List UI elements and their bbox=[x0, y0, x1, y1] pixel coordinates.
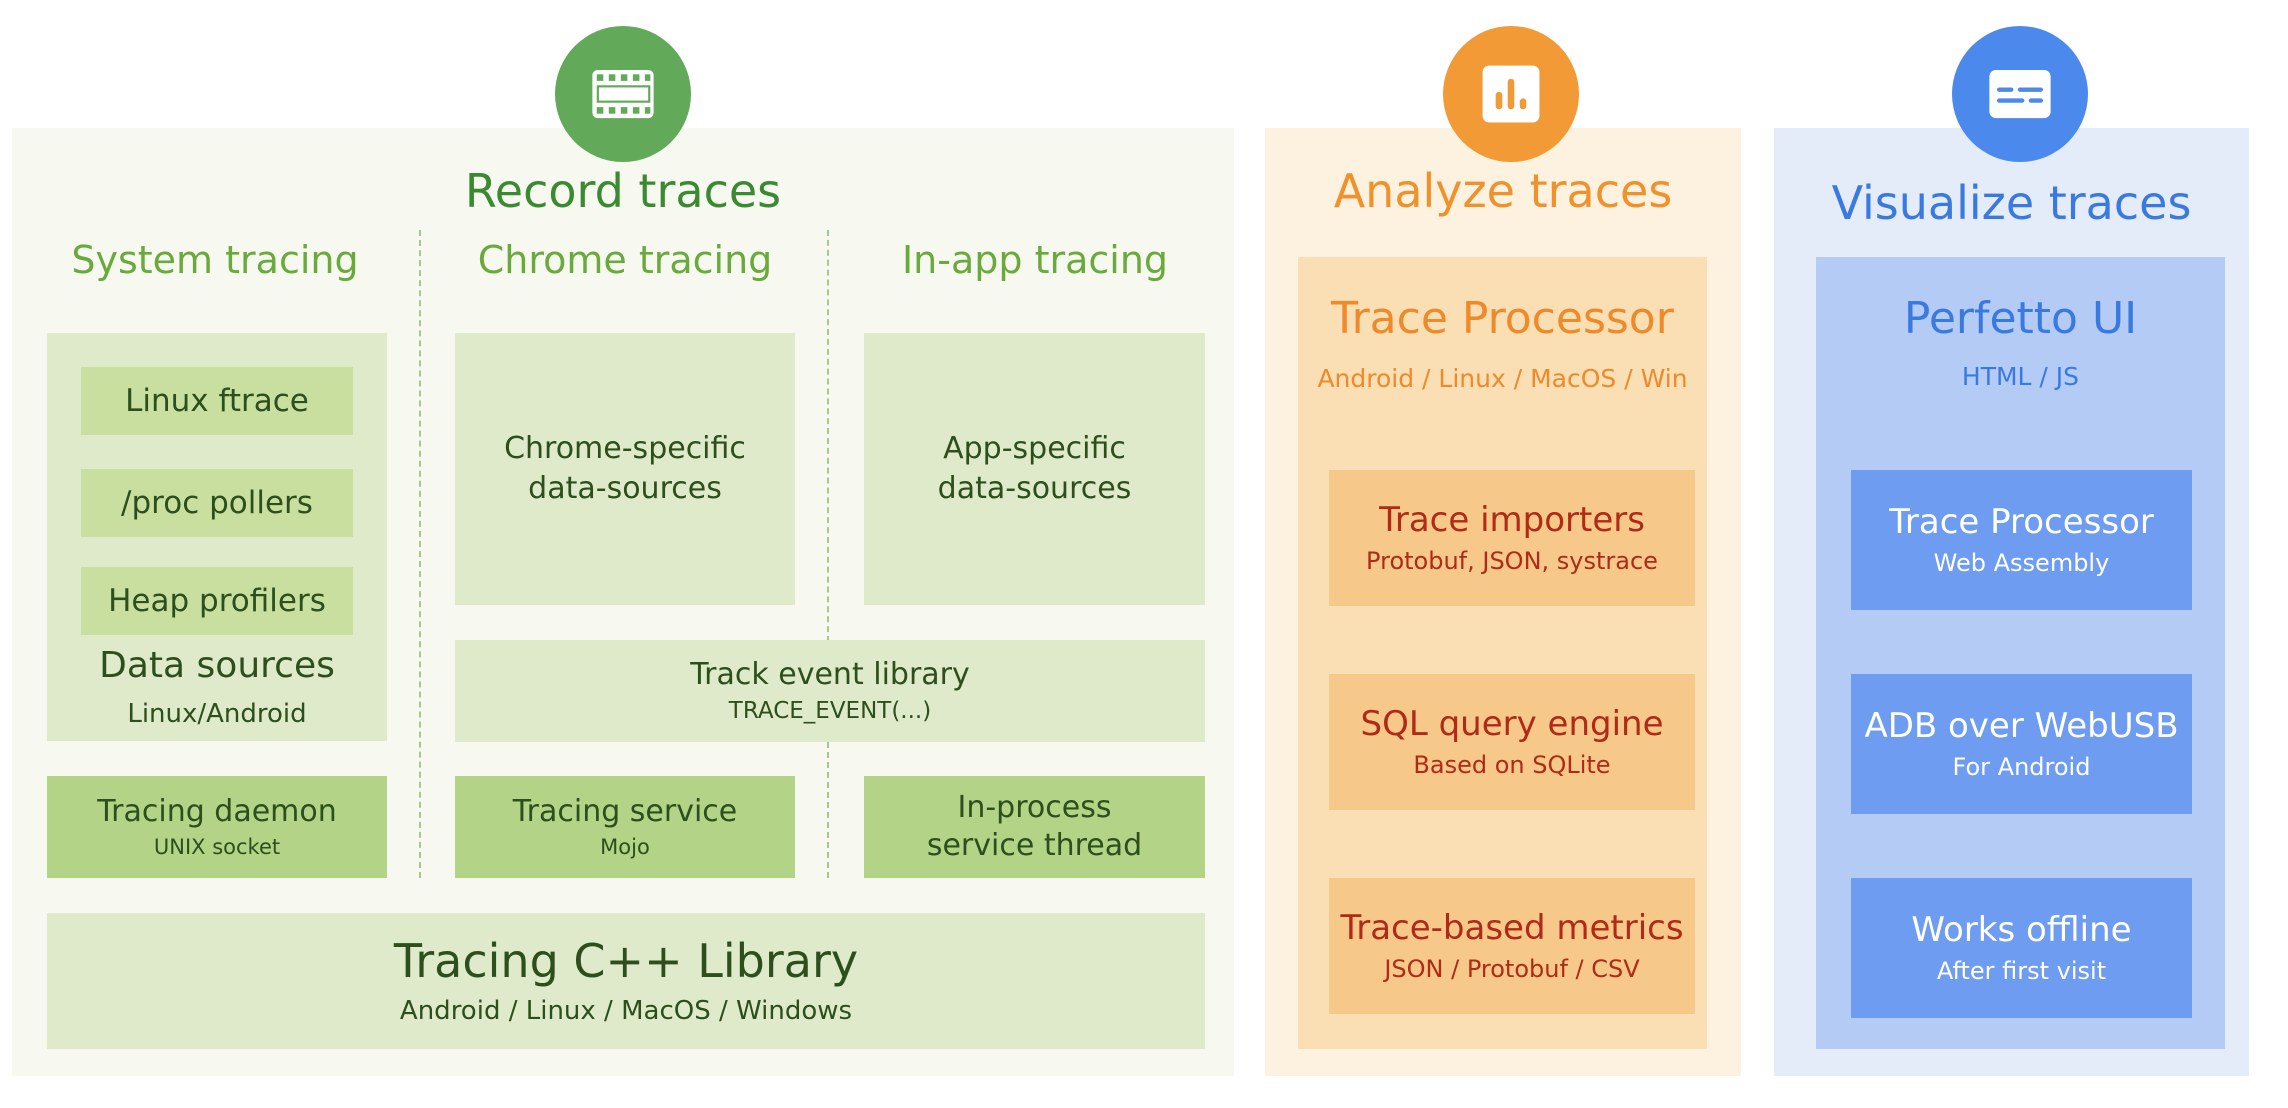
wasm-trace-processor-box: Trace Processor Web Assembly bbox=[1851, 470, 2192, 610]
app-sources-line2: data-sources bbox=[937, 471, 1132, 506]
analyze-box-subtitle: Based on SQLite bbox=[1413, 751, 1611, 779]
tracing-service-box: Tracing service Mojo bbox=[455, 776, 795, 878]
visualize-title: Visualize traces bbox=[1831, 176, 2192, 230]
chrome-data-sources-box: Chrome-specific data-sources bbox=[455, 333, 795, 605]
analyze-box-subtitle: JSON / Protobuf / CSV bbox=[1384, 955, 1640, 983]
app-sources-line1: App-specific bbox=[943, 431, 1126, 466]
analyze-box-subtitle: Protobuf, JSON, systrace bbox=[1366, 547, 1658, 575]
adb-webusb-box: ADB over WebUSB For Android bbox=[1851, 674, 2192, 814]
column-divider bbox=[827, 742, 829, 878]
tracing-service-subtitle: Mojo bbox=[600, 835, 650, 859]
window-ui-icon bbox=[1989, 69, 2051, 119]
visualize-box-title: Works offline bbox=[1911, 910, 2132, 950]
visualize-box-subtitle: Web Assembly bbox=[1933, 549, 2110, 577]
data-source-item: /proc pollers bbox=[81, 469, 353, 537]
data-sources-title: Data sources bbox=[99, 644, 335, 686]
library-title: Tracing C++ Library bbox=[393, 934, 859, 988]
track-event-subtitle: TRACE_EVENT(...) bbox=[728, 698, 932, 724]
trace-processor-title: Trace Processor bbox=[1331, 292, 1674, 344]
trace-importers-box: Trace importers Protobuf, JSON, systrace bbox=[1329, 470, 1695, 606]
tracing-daemon-box: Tracing daemon UNIX socket bbox=[47, 776, 387, 878]
track-event-title: Track event library bbox=[690, 657, 970, 692]
inprocess-line2: service thread bbox=[926, 828, 1143, 863]
trace-based-metrics-box: Trace-based metrics JSON / Protobuf / CS… bbox=[1329, 878, 1695, 1014]
analyze-box-title: Trace importers bbox=[1379, 500, 1645, 540]
works-offline-box: Works offline After first visit bbox=[1851, 878, 2192, 1018]
trace-processor-subtitle: Android / Linux / MacOS / Win bbox=[1317, 363, 1688, 393]
data-source-item: Heap profilers bbox=[81, 567, 353, 635]
tracing-cpp-library-box: Tracing C++ Library Android / Linux / Ma… bbox=[47, 913, 1205, 1049]
chrome-sources-line1: Chrome-specific bbox=[504, 431, 746, 466]
bar-chart-icon bbox=[1482, 65, 1540, 123]
tracing-daemon-subtitle: UNIX socket bbox=[153, 835, 281, 859]
track-event-library-box: Track event library TRACE_EVENT(...) bbox=[455, 640, 1205, 742]
column-divider bbox=[827, 230, 829, 642]
data-source-item: Linux ftrace bbox=[81, 367, 353, 435]
library-subtitle: Android / Linux / MacOS / Windows bbox=[399, 996, 853, 1026]
tracing-daemon-title: Tracing daemon bbox=[97, 794, 337, 829]
inprocess-line1: In-process bbox=[957, 790, 1112, 825]
data-sources-subtitle: Linux/Android bbox=[127, 699, 307, 729]
perfetto-ui-subtitle: HTML / JS bbox=[1961, 361, 2080, 391]
tracing-service-title: Tracing service bbox=[512, 794, 738, 829]
inprocess-service-box: In-process service thread bbox=[864, 776, 1205, 878]
sql-query-engine-box: SQL query engine Based on SQLite bbox=[1329, 674, 1695, 810]
visualize-box-title: ADB over WebUSB bbox=[1864, 706, 2179, 746]
record-circle bbox=[555, 26, 691, 162]
column-divider bbox=[419, 230, 421, 878]
perfetto-ui-title: Perfetto UI bbox=[1903, 292, 2138, 344]
analyze-circle bbox=[1443, 26, 1579, 162]
analyze-box-title: SQL query engine bbox=[1360, 704, 1664, 744]
visualize-circle bbox=[1952, 26, 2088, 162]
record-title: Record traces bbox=[464, 164, 782, 218]
inapp-tracing-heading: In-app tracing bbox=[901, 238, 1169, 282]
visualize-box-subtitle: After first visit bbox=[1936, 957, 2107, 985]
system-tracing-heading: System tracing bbox=[71, 238, 359, 282]
app-data-sources-box: App-specific data-sources bbox=[864, 333, 1205, 605]
film-strip-icon bbox=[592, 69, 654, 119]
chrome-tracing-heading: Chrome tracing bbox=[477, 238, 773, 282]
visualize-box-subtitle: For Android bbox=[1952, 753, 2091, 781]
analyze-title: Analyze traces bbox=[1333, 164, 1673, 218]
analyze-box-title: Trace-based metrics bbox=[1340, 908, 1684, 948]
visualize-box-title: Trace Processor bbox=[1889, 502, 2154, 542]
chrome-sources-line2: data-sources bbox=[528, 471, 722, 506]
